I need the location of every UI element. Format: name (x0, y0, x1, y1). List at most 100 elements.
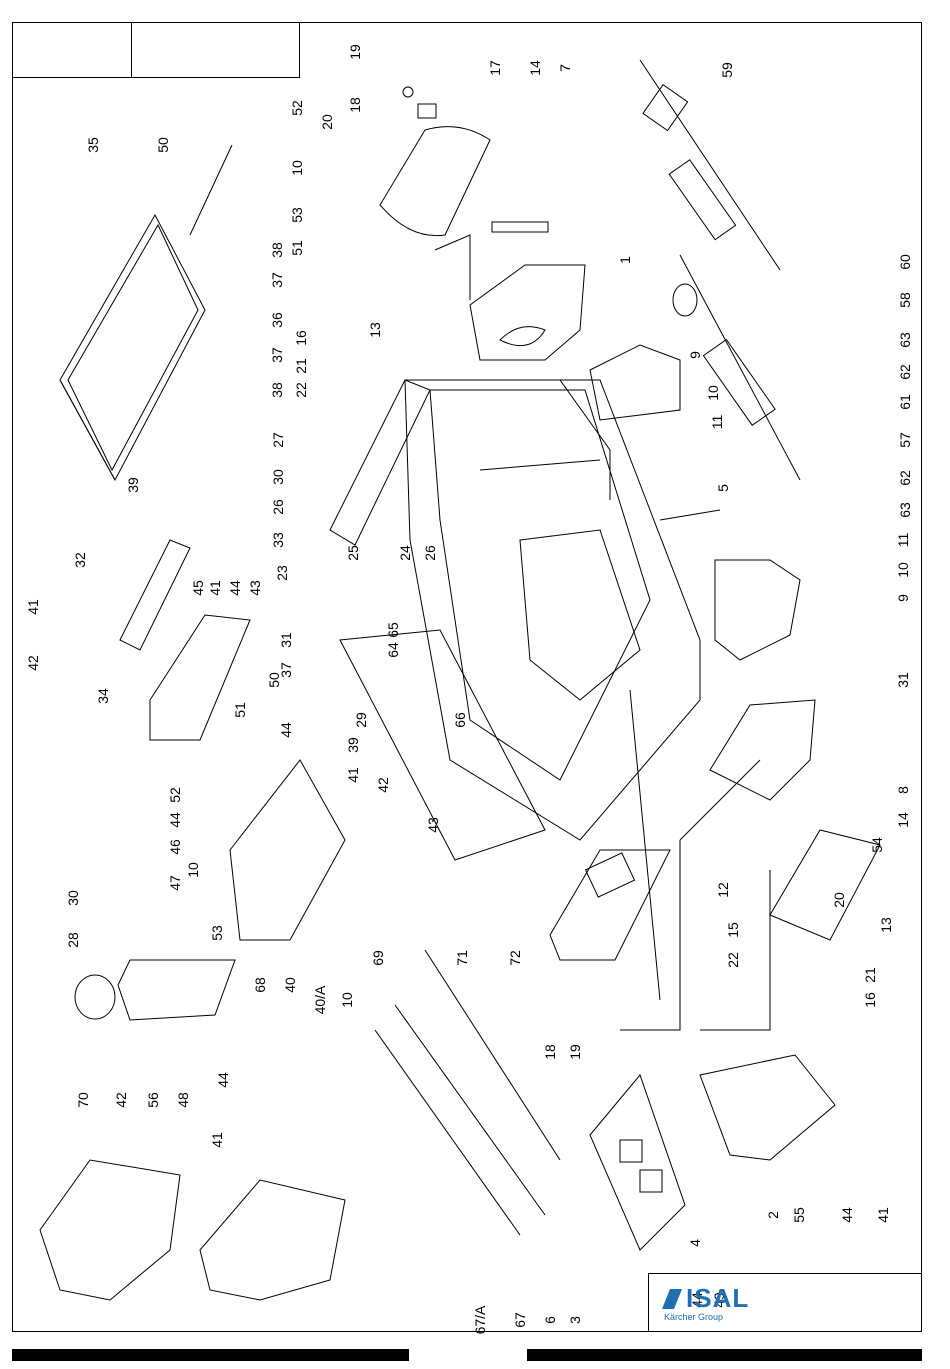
callout-label: 39 (125, 477, 141, 493)
callout-label: 15 (725, 922, 741, 938)
callout-label: 59 (719, 62, 735, 78)
part-seat-base-lower (229, 759, 346, 941)
callout-label: 32 (72, 552, 88, 568)
callout-label: 12 (715, 882, 731, 898)
callout-label: 25 (345, 545, 361, 561)
callout-label: 62 (897, 470, 913, 486)
part-seat-67 (199, 1179, 346, 1301)
callout-label: 67 (512, 1312, 528, 1328)
callout-label: 50 (155, 137, 171, 153)
callout-label: 10 (895, 562, 911, 578)
part-hood (379, 126, 491, 237)
callout-label: 56 (145, 1092, 161, 1108)
drawing-frame (12, 22, 922, 1332)
callout-label: 65 (385, 622, 401, 638)
callout-label: 41 (207, 580, 223, 596)
callout-label: 41 (209, 1132, 225, 1148)
part-seat-base (149, 614, 251, 741)
part-right-panel (589, 344, 681, 421)
callout-label: 42 (375, 777, 391, 793)
callout-label: 64 (385, 642, 401, 658)
callout-label: 10 (185, 862, 201, 878)
callout-label: 20 (319, 114, 335, 130)
callout-label: 62 (897, 364, 913, 380)
callout-label: 33 (270, 532, 286, 548)
callout-label: 1 (617, 256, 633, 264)
callout-label: 61 (897, 394, 913, 410)
callout-label: 34 (95, 688, 111, 704)
part-rear-cover (699, 1054, 836, 1161)
part-strip (659, 509, 721, 521)
callout-label: 44 (167, 812, 183, 828)
callout-label: 58 (897, 292, 913, 308)
callout-label: 5 (715, 484, 731, 492)
callout-label: 10 (339, 992, 355, 1008)
callout-label: 13 (367, 322, 383, 338)
callout-label: 14 (527, 60, 543, 76)
callout-label: 45 (190, 580, 206, 596)
callout-label: 68 (252, 977, 268, 993)
callout-label: 20 (831, 892, 847, 908)
part-grille-panel (329, 379, 431, 546)
callout-label: 47 (167, 875, 183, 891)
callout-label: 43 (425, 817, 441, 833)
callout-label: 17 (487, 60, 503, 76)
leader-lines (620, 689, 771, 1031)
callout-label: 10 (289, 160, 305, 176)
footer-bar-right (527, 1349, 922, 1361)
callout-label: 44 (839, 1207, 855, 1223)
callout-label: 44 (227, 580, 243, 596)
callout-label: 35 (85, 137, 101, 153)
callout-label: 57 (897, 432, 913, 448)
callout-label: 69 (370, 950, 386, 966)
callout-label: 9 (895, 594, 911, 602)
callout-label: 60 (897, 254, 913, 270)
callout-label: 55 (791, 1207, 807, 1223)
part-floor-mat (589, 1073, 686, 1251)
callout-label: 51 (289, 240, 305, 256)
callout-label: 30 (65, 890, 81, 906)
part-side-panel-right (709, 699, 881, 941)
callout-label: 66 (452, 712, 468, 728)
callout-label: 42 (25, 655, 41, 671)
callout-label: 48 (175, 1092, 191, 1108)
isal-logo-icon (662, 1289, 682, 1309)
callout-label: 28 (65, 932, 81, 948)
callout-label: 52 (167, 787, 183, 803)
part-bracket (119, 539, 191, 651)
callout-label: 31 (278, 632, 294, 648)
callout-label: 72 (507, 950, 523, 966)
callout-label: 18 (347, 97, 363, 113)
callout-label: 41 (875, 1207, 891, 1223)
part-rod (189, 144, 233, 236)
part-gas-spring (639, 59, 801, 481)
callout-label: 11 (709, 415, 725, 430)
callout-label: 44 (215, 1072, 231, 1088)
callout-label: 39 (345, 737, 361, 753)
callout-label: 19 (347, 44, 363, 60)
part-right-lower-panel (714, 559, 801, 661)
callout-label: 31 (895, 672, 911, 688)
part-rails (374, 949, 561, 1236)
callout-label: 16 (293, 330, 309, 346)
part-lamp-bracket (117, 959, 236, 1021)
callout-label: 43 (247, 580, 263, 596)
callout-label: 10 (705, 385, 721, 401)
part-grille-panel-lower (339, 629, 546, 861)
callout-label: 3 (567, 1316, 583, 1324)
callout-label: 51 (232, 702, 248, 718)
callout-label: 52 (289, 100, 305, 116)
part-floor-panel (549, 849, 671, 961)
callout-label: 41 (345, 767, 361, 783)
callout-label: 4 (687, 1239, 703, 1247)
callout-label: 19 (567, 1044, 583, 1060)
callout-label: 30 (270, 469, 286, 485)
callout-label: 37 (269, 272, 285, 288)
callout-label: 7 (557, 64, 573, 72)
callout-label: 26 (422, 545, 438, 561)
footer-bar-left (12, 1349, 409, 1361)
callout-label: 63 (897, 332, 913, 348)
callout-label: 24 (397, 545, 413, 561)
callout-label: 54 (869, 837, 885, 853)
